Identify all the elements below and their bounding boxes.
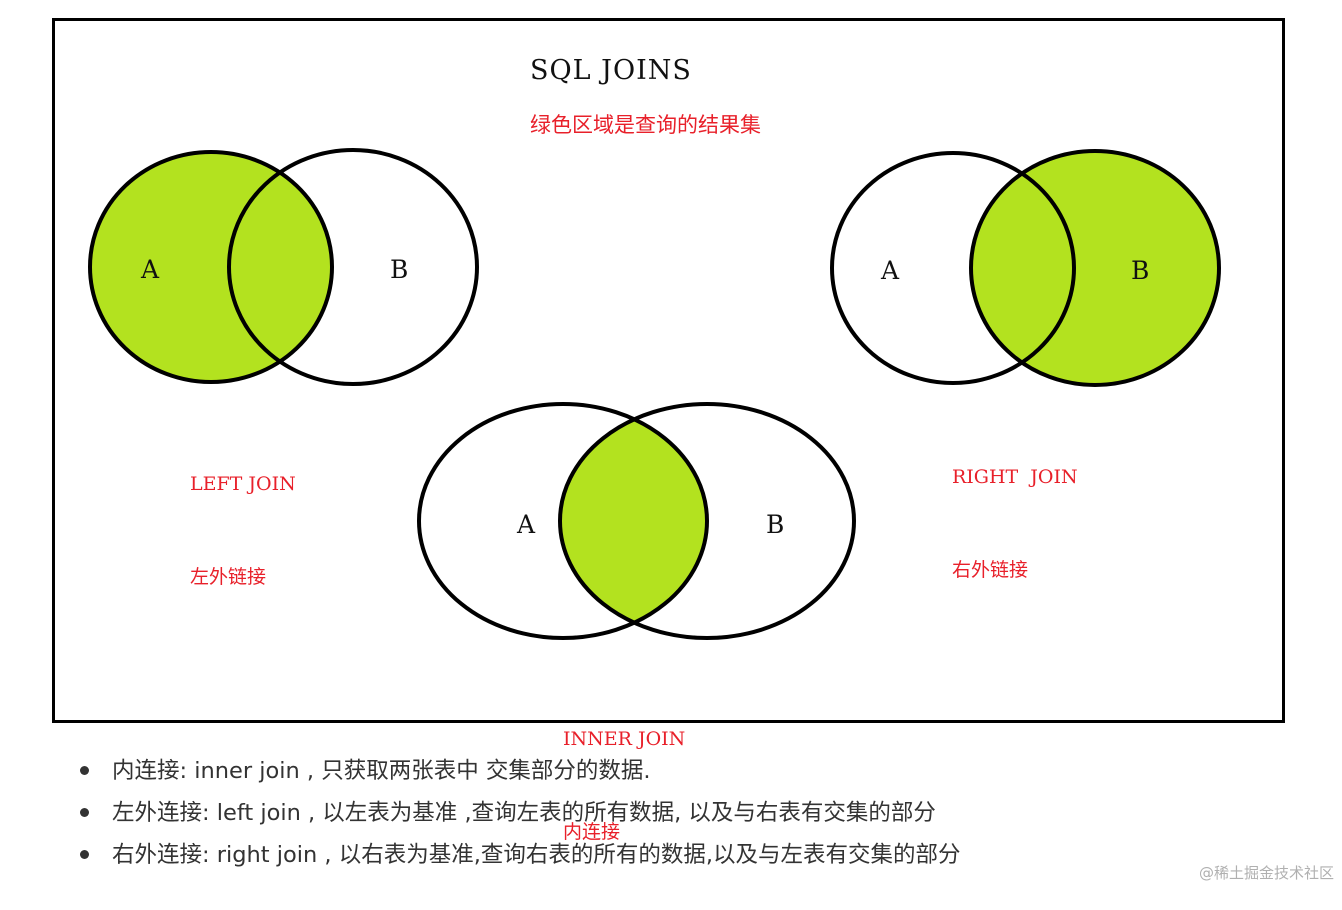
inner-join-intersection-fill bbox=[560, 404, 707, 638]
venn-canvas: A B A B A B bbox=[88, 148, 1221, 640]
diagram-subtitle: 绿色区域是查询的结果集 bbox=[530, 113, 761, 137]
inner-join-label-b: B bbox=[766, 510, 784, 539]
left-join-caption-zh: 左外链接 bbox=[190, 566, 267, 588]
right-join-label-a: A bbox=[880, 256, 900, 285]
left-join-circle-a bbox=[88, 150, 334, 384]
right-join-circle-a bbox=[830, 151, 1076, 385]
right-join-caption: RIGHT JOIN 右外链接 bbox=[952, 400, 1078, 648]
right-join-label-b: B bbox=[1131, 256, 1149, 285]
right-join-venn: A B bbox=[830, 149, 1221, 387]
left-join-venn: A B bbox=[88, 148, 479, 386]
inner-join-label-a: A bbox=[516, 510, 536, 539]
left-join-label-b: B bbox=[390, 255, 408, 284]
right-join-caption-zh: 右外链接 bbox=[952, 559, 1029, 581]
left-join-caption-en: LEFT JOIN bbox=[190, 473, 296, 495]
right-join-circle-b bbox=[969, 149, 1221, 387]
left-join-circle-b bbox=[227, 148, 479, 386]
inner-join-circle-b bbox=[558, 402, 856, 640]
inner-join-caption-zh: 内连接 bbox=[563, 821, 621, 843]
right-join-caption-en: RIGHT JOIN bbox=[952, 466, 1078, 488]
left-join-caption: LEFT JOIN 左外链接 bbox=[190, 407, 296, 655]
list-item: 内连接: inner join , 只获取两张表中 交集部分的数据. bbox=[72, 750, 961, 792]
inner-join-caption-en: INNER JOIN bbox=[563, 728, 686, 750]
join-notes-list: 内连接: inner join , 只获取两张表中 交集部分的数据. 左外连接:… bbox=[72, 750, 961, 876]
left-join-label-a: A bbox=[140, 255, 160, 284]
left-join-circle-a-fill bbox=[90, 152, 332, 382]
right-join-circle-b-fill bbox=[971, 151, 1219, 385]
watermark: @稀土掘金技术社区 bbox=[1198, 864, 1334, 882]
list-item: 左外连接: left join , 以左表为基准 ,查询左表的所有数据, 以及与… bbox=[72, 792, 961, 834]
list-item: 右外连接: right join , 以右表为基准,查询右表的所有的数据,以及与… bbox=[72, 834, 961, 876]
inner-join-caption: INNER JOIN 内连接 bbox=[563, 662, 685, 910]
diagram-title: SQL JOINS bbox=[530, 55, 692, 86]
inner-join-venn: A B bbox=[417, 402, 856, 640]
sql-joins-diagram: A B A B A B SQL JOINS 绿色区域是查询的结果集 LEFT J… bbox=[52, 18, 1285, 843]
inner-join-circle-a bbox=[417, 402, 709, 640]
